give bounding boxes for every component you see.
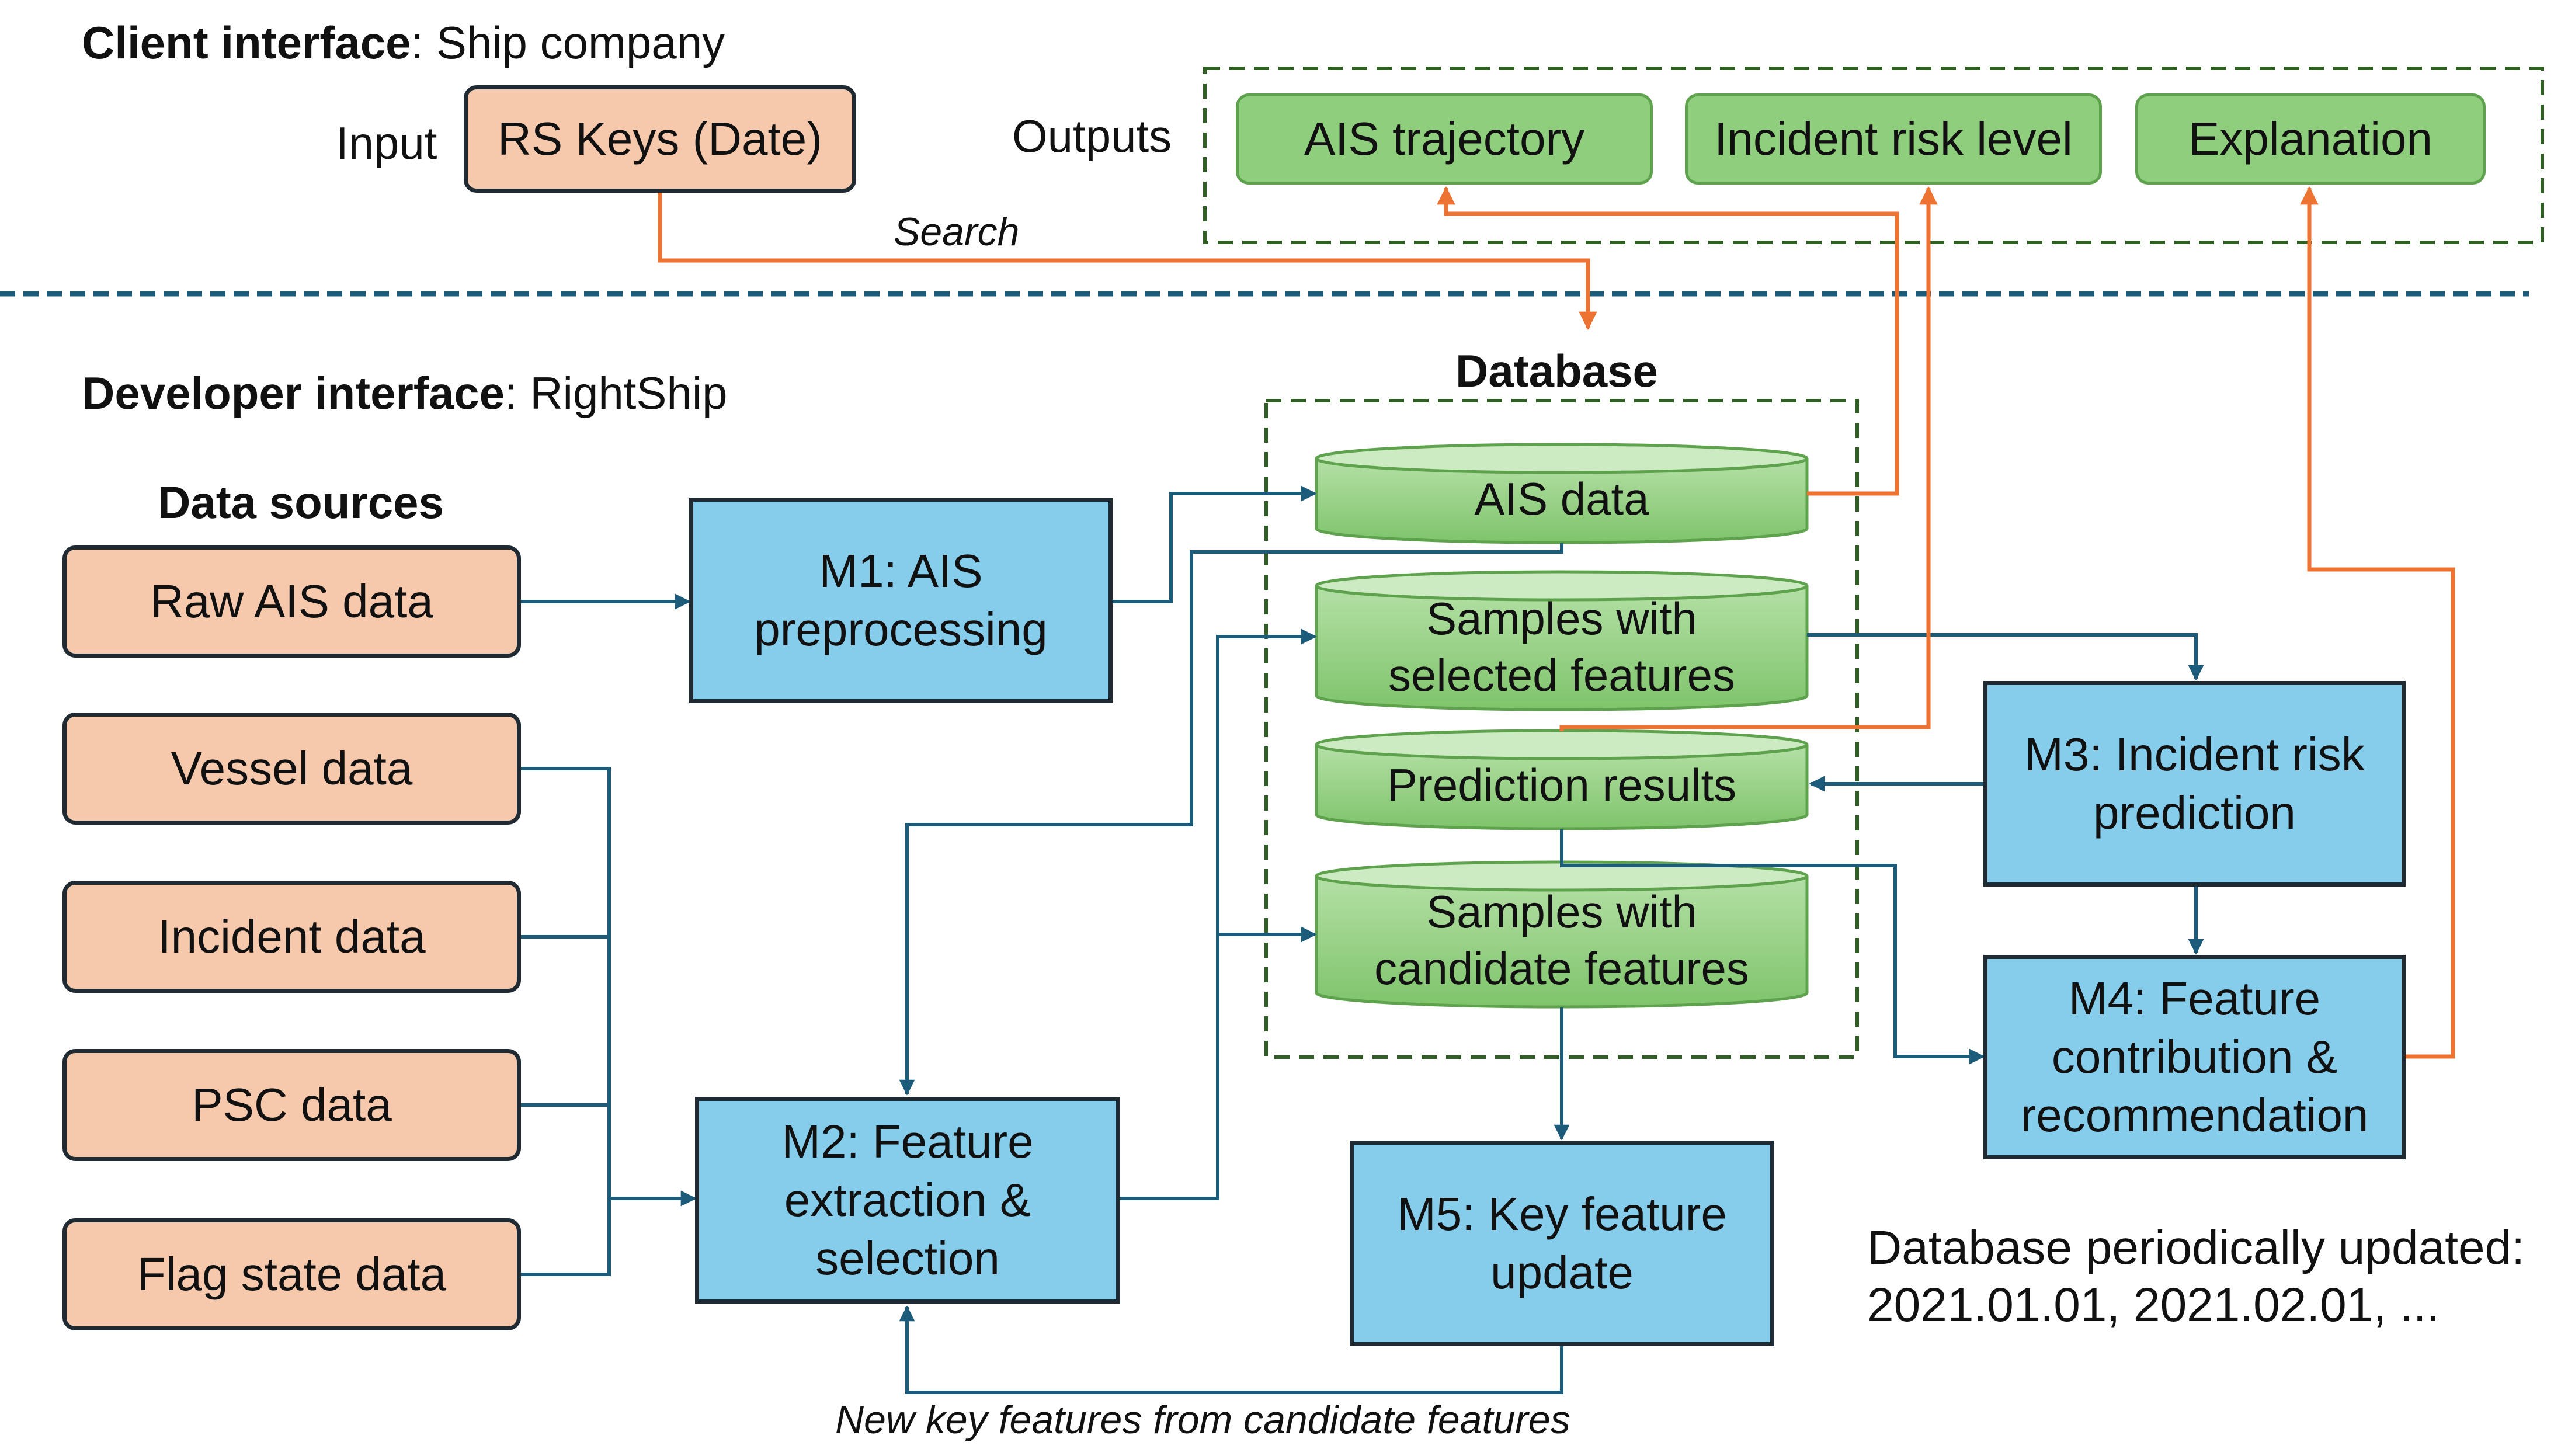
connector-search-to-database: [658, 193, 1597, 331]
update-note-line1: Database periodically updated:: [1867, 1221, 2525, 1274]
connector-ais-data-to-trajectory: [1437, 186, 1899, 496]
data-sources-title: Data sources: [158, 477, 444, 528]
connector-sources-bus: [521, 767, 611, 1276]
connector-m1-to-ais-data: [1113, 485, 1317, 603]
connector-m5-to-m2-feedback: [899, 1305, 1563, 1394]
output-explanation[interactable]: Explanation: [2135, 93, 2486, 185]
connector-selected-to-m3: [1807, 633, 2204, 681]
developer-interface-heading: Developer interface: RightShip: [82, 367, 728, 420]
client-interface-heading: Client interface: Ship company: [82, 16, 725, 70]
source-raw-ais-data[interactable]: Raw AIS data: [62, 545, 521, 658]
db-store-selected-features[interactable]: Samples with selected features: [1388, 592, 1736, 701]
connector-prediction-to-risk-level: [1559, 186, 1938, 731]
database-update-note: Database periodically updated: 2021.01.0…: [1867, 1219, 2525, 1335]
update-note-line2: 2021.01.01, 2021.02.01, ...: [1867, 1278, 2440, 1332]
outputs-region: [1203, 67, 2544, 244]
connector-m4-to-explanation: [2300, 186, 2455, 1059]
db-store-candidate-features[interactable]: Samples with candidate features: [1374, 885, 1749, 995]
db-store-prediction-results[interactable]: Prediction results: [1386, 759, 1737, 811]
output-incident-risk-level[interactable]: Incident risk level: [1685, 93, 2102, 185]
module-m2-feature-extraction[interactable]: M2: Feature extraction & selection: [695, 1097, 1120, 1304]
search-label: Search: [894, 210, 1020, 254]
client-heading-rest: : Ship company: [411, 17, 725, 68]
output-ais-trajectory[interactable]: AIS trajectory: [1236, 93, 1653, 185]
rs-keys-input-box[interactable]: RS Keys (Date): [464, 85, 856, 193]
connector-ais-data-to-m2: [899, 543, 1563, 1096]
source-psc-data[interactable]: PSC data: [62, 1049, 521, 1161]
db-cylinder-ais-data: [1315, 443, 1809, 544]
db-cylinder-candidate-features: [1315, 860, 1809, 1009]
outputs-label: Outputs: [1012, 110, 1172, 162]
feedback-label: New key features from candidate features: [835, 1398, 1570, 1442]
source-flag-state-data[interactable]: Flag state data: [62, 1218, 521, 1330]
client-heading-bold: Client interface: [82, 17, 411, 68]
database-title: Database: [1455, 345, 1658, 397]
module-m5-key-feature-update[interactable]: M5: Key feature update: [1350, 1141, 1774, 1346]
db-cylinder-selected-features: [1315, 570, 1809, 711]
module-m4-feature-contribution[interactable]: M4: Feature contribution & recommendatio…: [1983, 955, 2406, 1159]
db-cylinder-prediction-results: [1315, 729, 1809, 830]
developer-heading-bold: Developer interface: [82, 367, 505, 419]
connector-prediction-to-m4: [1560, 829, 1985, 1065]
source-incident-data[interactable]: Incident data: [62, 881, 521, 993]
input-label: Input: [336, 117, 437, 169]
source-vessel-data[interactable]: Vessel data: [62, 713, 521, 825]
module-m1-ais-preprocessing[interactable]: M1: AIS preprocessing: [689, 498, 1113, 703]
db-store-ais-data[interactable]: AIS data: [1474, 473, 1649, 525]
module-m3-incident-risk-prediction[interactable]: M3: Incident risk prediction: [1983, 681, 2406, 887]
connector-m2-to-selected: [1120, 628, 1317, 1200]
developer-heading-rest: : RightShip: [504, 367, 728, 419]
